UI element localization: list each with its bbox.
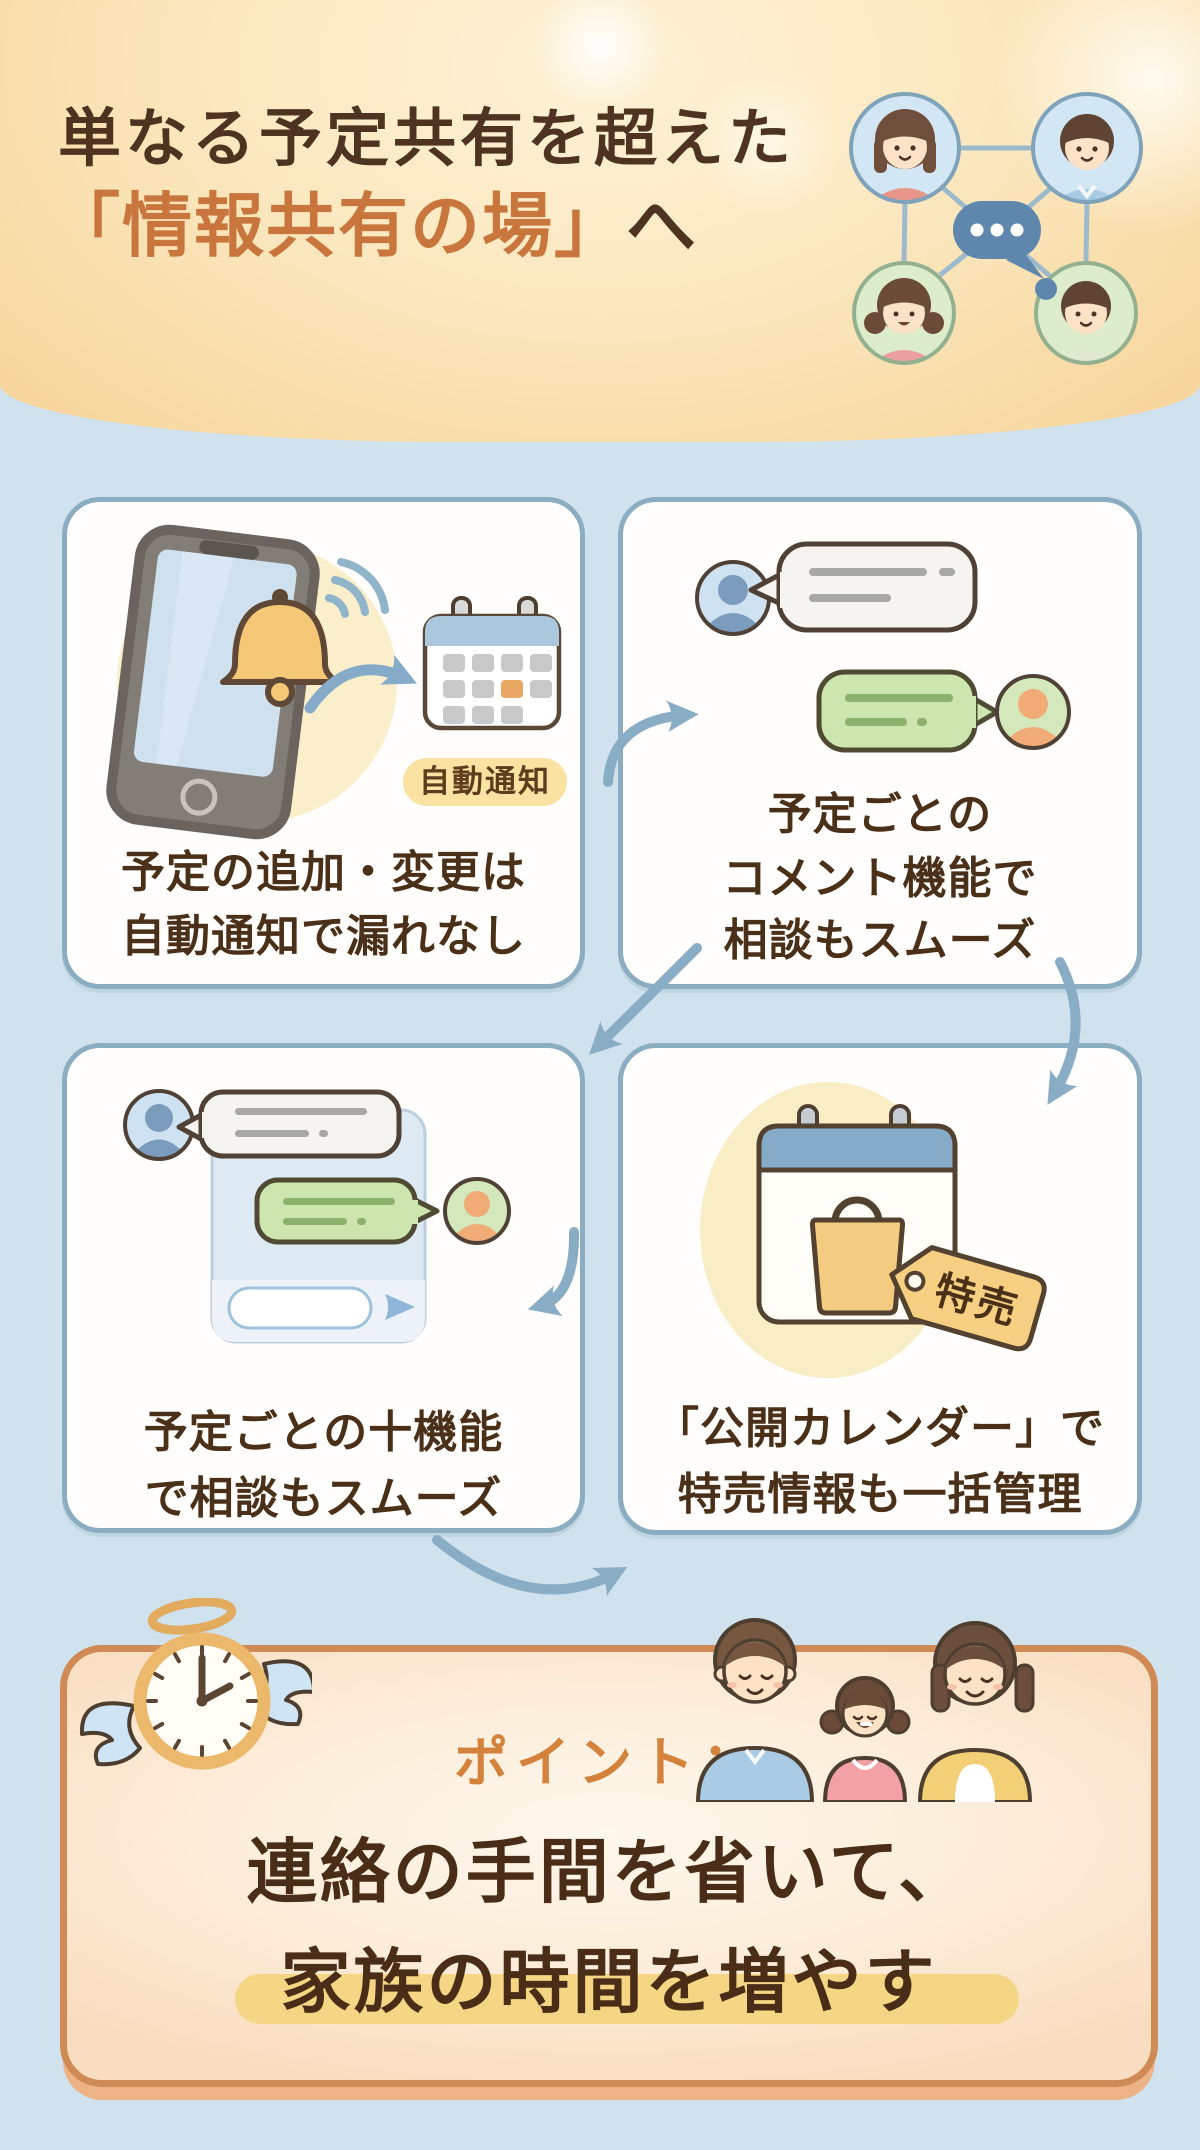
card1-text-line2: 自動通知で漏れなし (121, 912, 526, 961)
chat-input-field (227, 1286, 373, 1330)
notification-waves-icon (325, 558, 389, 618)
chat-bubble-icon (953, 201, 1057, 300)
card1-text-line1: 予定の追加・変更は (121, 848, 526, 897)
father-avatar (1031, 92, 1143, 204)
title-suffix: へ (626, 187, 698, 265)
card3-illustration (123, 1089, 511, 1344)
calendar-shopping-icon (756, 1104, 958, 1325)
title-bracket-close: 」 (554, 187, 626, 265)
bag-handle (831, 1196, 883, 1223)
card2-text-line2: コメント機能で (722, 854, 1038, 903)
title-bracket-open: 「 (50, 187, 122, 265)
flow-arrow-phone-to-calendar (304, 654, 417, 714)
card2-text-line3: 相談もスムーズ (723, 916, 1037, 965)
calendar-icon (422, 596, 562, 731)
page-title-line2: 「情報共有の場」へ (50, 170, 698, 271)
winged-clock-illustration (79, 1598, 312, 1770)
left-wing-icon (79, 1701, 142, 1767)
speech-bubble-gray (176, 1089, 402, 1159)
page-title-line1: 単なる予定共有を超えた (58, 104, 795, 174)
send-icon (385, 1294, 415, 1320)
point-summary-card: ポイント： 連絡の手間を省いて、 家族の時間を増やす (60, 1645, 1158, 2087)
avatar-orange (443, 1177, 511, 1245)
daughter-avatar (852, 261, 956, 365)
point-text-line1: 連絡の手間を省いて、 (246, 1833, 972, 1911)
family-illustration (695, 1618, 1035, 1802)
card3-text-line2: で相談もスムーズ (144, 1474, 503, 1523)
card-public-calendar: 特売 「公開カレンダー」で 特売情報も一括管理 (618, 1043, 1142, 1535)
card4-text-line1: 「公開カレンダー」で (655, 1404, 1105, 1453)
avatar-orange (995, 674, 1071, 750)
title-highlight: 情報共有の場 (122, 187, 554, 265)
card4-text-line2: 特売情報も一括管理 (677, 1470, 1083, 1519)
speech-bubble-gray (748, 541, 978, 633)
bell-icon (220, 589, 340, 707)
point-text-line2: 家族の時間を増やす (280, 1943, 938, 2021)
card1-illustration (106, 524, 562, 840)
card2-text-line1: 予定ごとの (767, 790, 993, 839)
card-auto-notification: 自動通知 予定の追加・変更は 自動通知で漏れなし (62, 497, 585, 989)
calendar-highlight-day (501, 680, 523, 698)
speech-bubble-green (816, 669, 1000, 753)
daughter-figure (819, 1676, 911, 1802)
card3-text-line1: 予定ごとの十機能 (143, 1408, 504, 1457)
arrow-card3-to-point (432, 1535, 628, 1596)
auto-notify-badge: 自動通知 (403, 758, 567, 806)
card4-illustration: 特売 (700, 1082, 1047, 1378)
mother-figure (917, 1621, 1035, 1802)
family-network-illustration (849, 92, 1143, 365)
sale-tag-icon: 特売 (889, 1245, 1047, 1352)
avatar-blue (123, 1089, 195, 1161)
shopping-bag-icon (809, 1217, 906, 1316)
card-plus-feature: 予定ごとの十機能 で相談もスムーズ (62, 1043, 585, 1533)
mother-avatar (849, 92, 961, 204)
avatar-blue (695, 560, 771, 636)
halo-icon (147, 1598, 237, 1635)
text-highlight-bar (235, 1974, 1019, 2024)
card-comment-feature: 予定ごとの コメント機能で 相談もスムーズ (618, 497, 1142, 989)
speech-bubble-green (254, 1177, 440, 1245)
son-avatar (1034, 261, 1138, 365)
clock-icon (133, 1632, 271, 1770)
father-figure (695, 1618, 815, 1802)
card2-illustration (695, 541, 1071, 753)
